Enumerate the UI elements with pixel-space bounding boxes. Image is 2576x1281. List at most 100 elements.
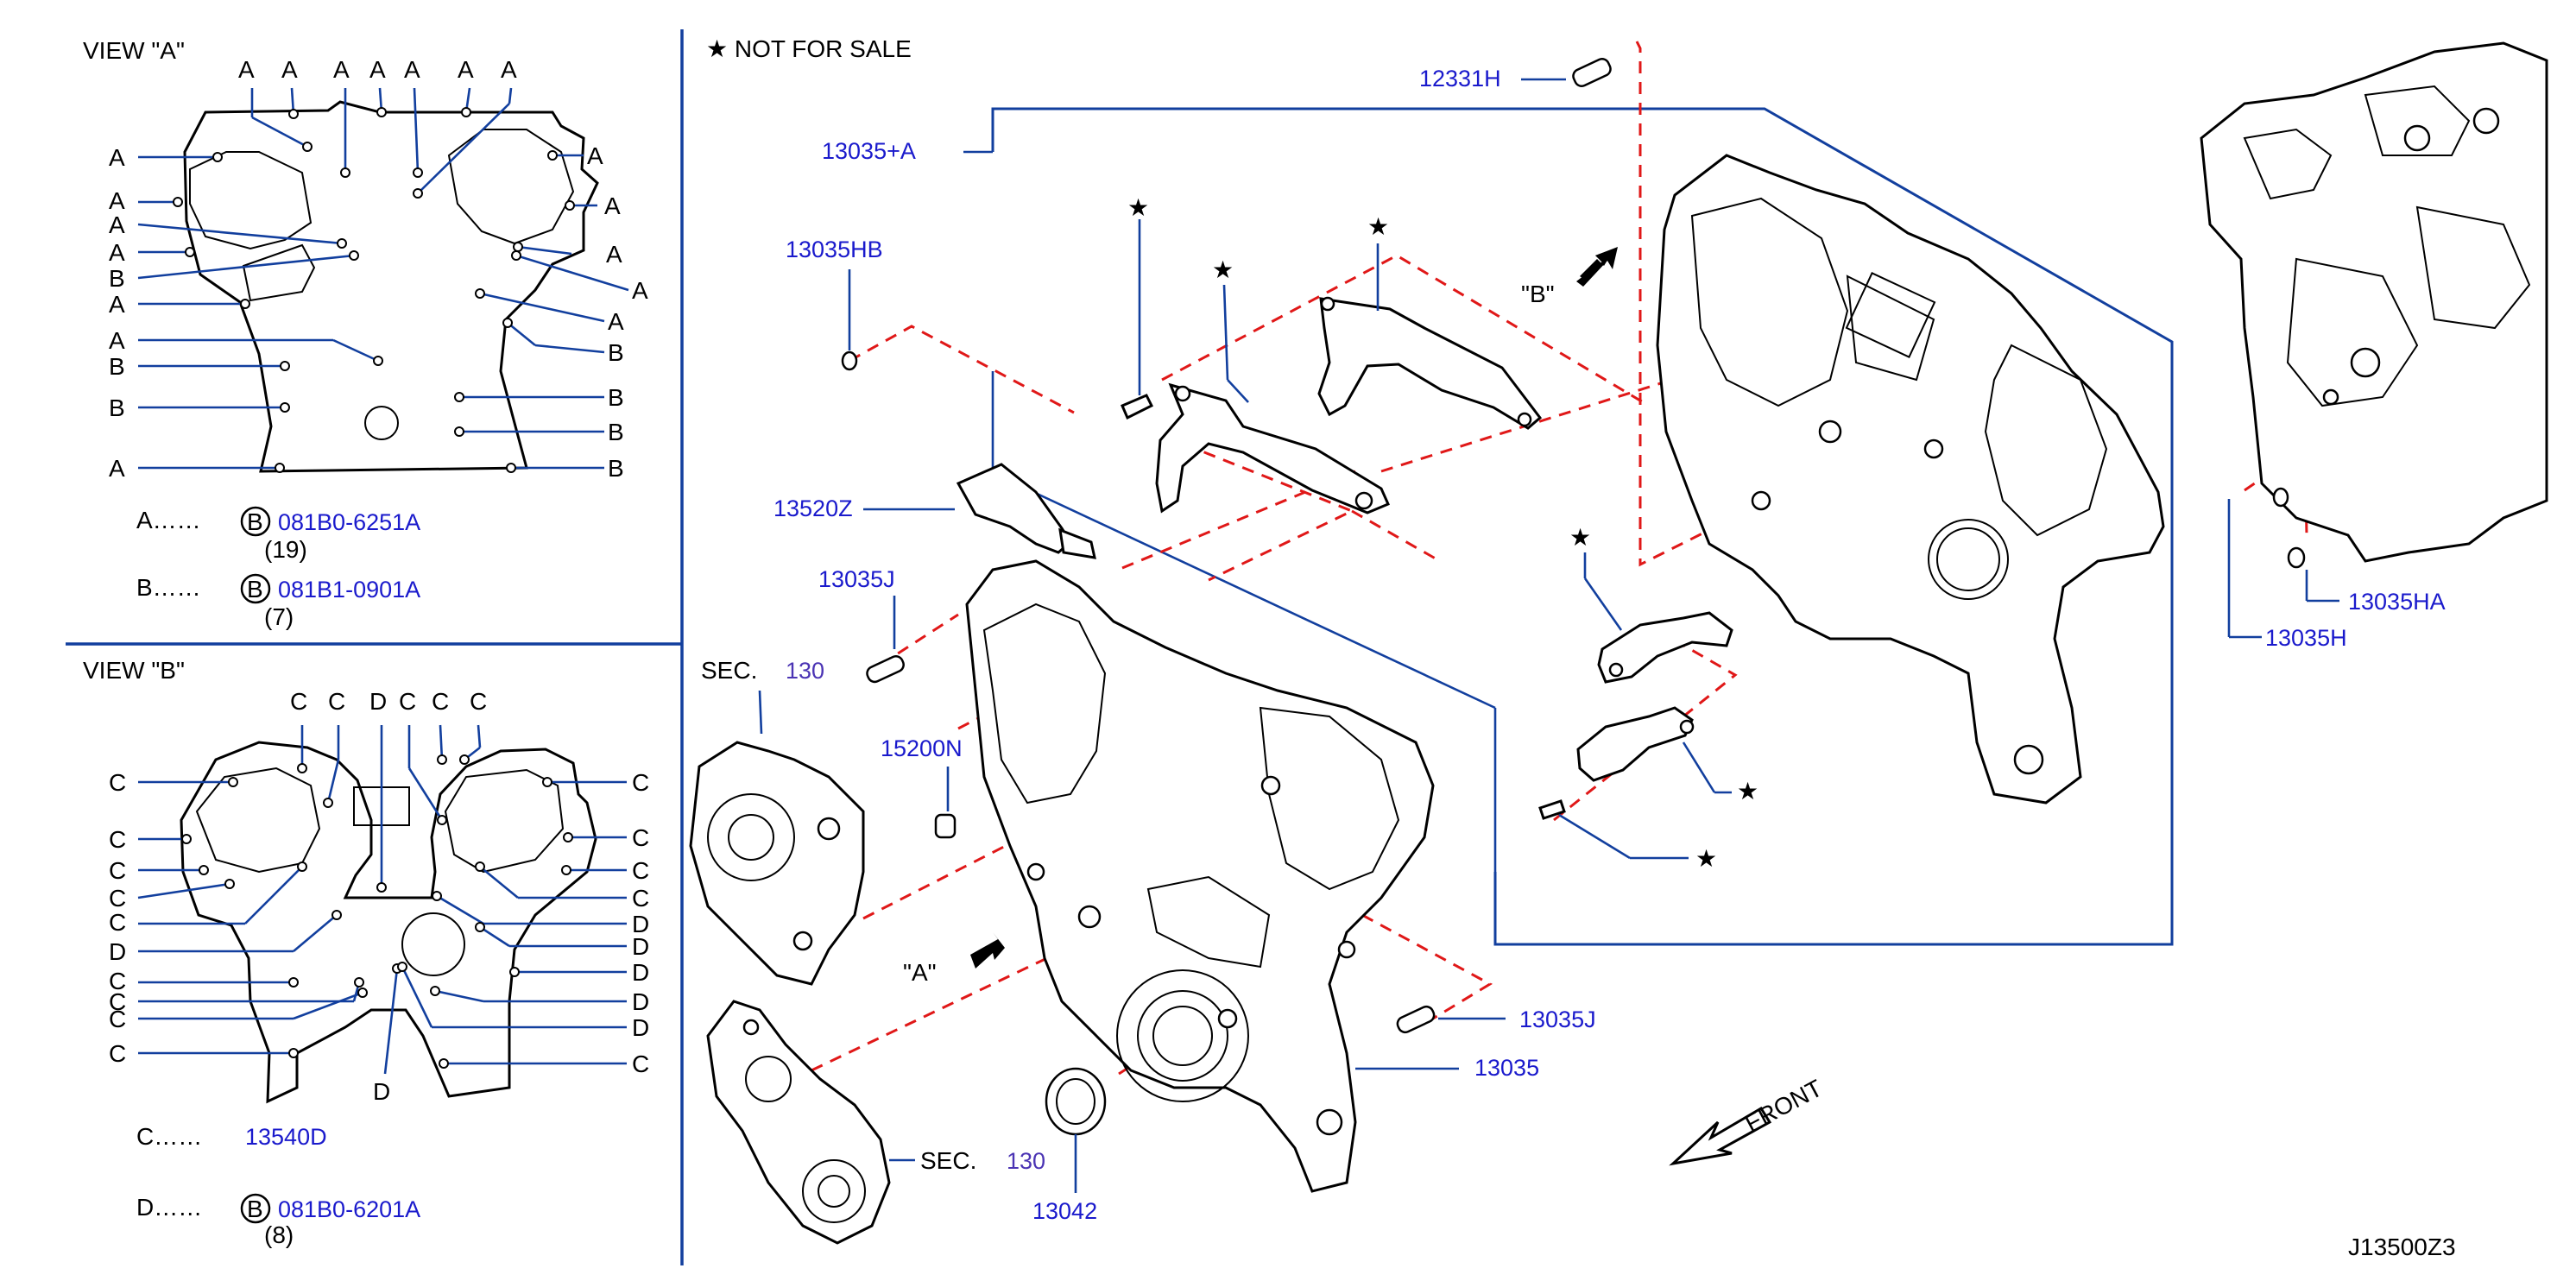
svg-text:C: C (432, 688, 449, 715)
oring-13035hb: 13035HB (786, 237, 883, 371)
svg-text:C: C (109, 885, 126, 912)
svg-text:130: 130 (786, 658, 824, 684)
svg-text:B: B (109, 265, 125, 292)
svg-text:A: A (501, 56, 517, 83)
svg-text:13035HA: 13035HA (2348, 589, 2446, 615)
svg-text:A: A (333, 56, 350, 83)
svg-text:C: C (109, 769, 126, 796)
dowel-pin-12331h: 12331H (1419, 58, 1612, 92)
svg-text:"B": "B" (1521, 281, 1555, 307)
svg-text:B: B (608, 339, 624, 366)
svg-text:13035: 13035 (1474, 1055, 1539, 1081)
engine-block: 13035HA 13035H (2200, 41, 2548, 651)
svg-text:(19): (19) (264, 536, 307, 563)
svg-text:C: C (632, 857, 649, 884)
svg-text:(7): (7) (264, 603, 294, 630)
svg-text:"A": "A" (903, 959, 937, 986)
bolt-circle-icon (240, 1193, 271, 1224)
view-b-marker: "B" (1521, 247, 1618, 307)
svg-text:A: A (109, 327, 125, 354)
svg-text:A: A (404, 56, 420, 83)
svg-text:A: A (109, 187, 125, 214)
svg-text:A: A (608, 308, 624, 335)
svg-text:A: A (109, 239, 125, 266)
view-a-legend: A…… B 081B0-6251A (19) B…… B 081B1-0901A… (136, 506, 420, 630)
label-13035a: 13035+A (822, 138, 916, 164)
water-pump-assembly: SEC. 130 (689, 657, 865, 986)
svg-text:15200N: 15200N (881, 735, 963, 761)
svg-text:★: ★ (1127, 194, 1149, 221)
view-a-letters: A A A A A A A A A A A B A A B B A A A A … (109, 56, 648, 482)
view-b-bolt-points (181, 754, 573, 1069)
gasket-set: ★ ★ ★ (1121, 194, 1543, 514)
view-a-cover-outline (183, 100, 599, 473)
svg-text:C: C (328, 688, 345, 715)
svg-text:A: A (109, 211, 125, 238)
svg-text:C: C (632, 885, 649, 912)
svg-text:13035H: 13035H (2265, 625, 2347, 651)
svg-text:C: C (632, 769, 649, 796)
svg-text:12331H: 12331H (1419, 66, 1501, 92)
svg-text:B: B (109, 394, 125, 421)
svg-text:★: ★ (1569, 524, 1591, 551)
svg-text:13540D: 13540D (245, 1124, 327, 1150)
svg-text:C: C (109, 857, 126, 884)
svg-text:C: C (109, 826, 126, 853)
bolt-circle-icon (240, 573, 271, 604)
svg-text:A: A (632, 277, 648, 304)
svg-text:★: ★ (1367, 213, 1389, 240)
svg-text:A: A (604, 192, 621, 219)
svg-text:★: ★ (1695, 845, 1717, 872)
svg-text:C: C (399, 688, 416, 715)
svg-text:A: A (109, 291, 125, 318)
view-b-legend: C…… 13540D D…… B 081B0-6201A (8) (136, 1123, 420, 1248)
rear-timing-cover (1656, 154, 2165, 805)
svg-text:B: B (608, 455, 624, 482)
front-arrow-icon: FRONT (1669, 1075, 1827, 1166)
view-b-leaders (137, 724, 627, 1075)
view-a-leaders (137, 87, 629, 470)
oil-seal-13042: 13042 (1032, 1067, 1107, 1224)
svg-text:C: C (632, 824, 649, 851)
view-b-letters: C C D C C C C C C C C D C C C C D C C C … (109, 688, 649, 1105)
svg-text:D: D (632, 959, 649, 986)
kit-bracket (991, 107, 2174, 946)
svg-text:SEC.: SEC. (920, 1147, 976, 1174)
view-a-panel: VIEW "A" (83, 37, 648, 630)
view-a-title: VIEW "A" (83, 37, 185, 64)
svg-text:081B0-6201A: 081B0-6201A (278, 1196, 420, 1222)
svg-text:C: C (470, 688, 487, 715)
svg-text:13520Z: 13520Z (773, 495, 853, 521)
svg-text:D: D (632, 1014, 649, 1041)
svg-text:13035J: 13035J (1519, 1006, 1596, 1032)
svg-text:A……: A…… (136, 507, 201, 533)
svg-text:D: D (373, 1078, 390, 1105)
svg-text:B: B (247, 1196, 263, 1222)
bolt-circle-icon (240, 506, 271, 537)
svg-text:A: A (458, 56, 474, 83)
view-b-cover-outline (180, 741, 597, 1104)
svg-text:C: C (632, 1051, 649, 1077)
svg-text:C: C (109, 988, 126, 1015)
front-label: FRONT (1740, 1075, 1827, 1138)
svg-text:B: B (608, 384, 624, 411)
pin-13035j-top: 13035J (818, 566, 905, 684)
sealant-tube-13520z: 13520Z (773, 463, 1096, 559)
view-a-marker: "A" (903, 932, 1005, 986)
svg-text:081B0-6251A: 081B0-6251A (278, 509, 420, 535)
svg-text:A: A (587, 142, 603, 169)
svg-text:C: C (109, 1040, 126, 1067)
view-a-bolt-points (173, 107, 575, 473)
svg-text:C: C (290, 688, 307, 715)
svg-text:C: C (109, 968, 126, 994)
svg-text:B……: B…… (136, 574, 201, 601)
svg-text:A: A (109, 455, 125, 482)
svg-text:(8): (8) (264, 1221, 294, 1248)
svg-text:★: ★ (1212, 256, 1234, 283)
svg-text:A: A (109, 144, 125, 171)
main-exploded-view: ★ NOT FOR SALE 12331 (689, 35, 2548, 1260)
svg-text:A: A (606, 241, 622, 268)
svg-text:C: C (109, 1006, 126, 1032)
front-timing-cover: 13035 (965, 559, 1539, 1193)
